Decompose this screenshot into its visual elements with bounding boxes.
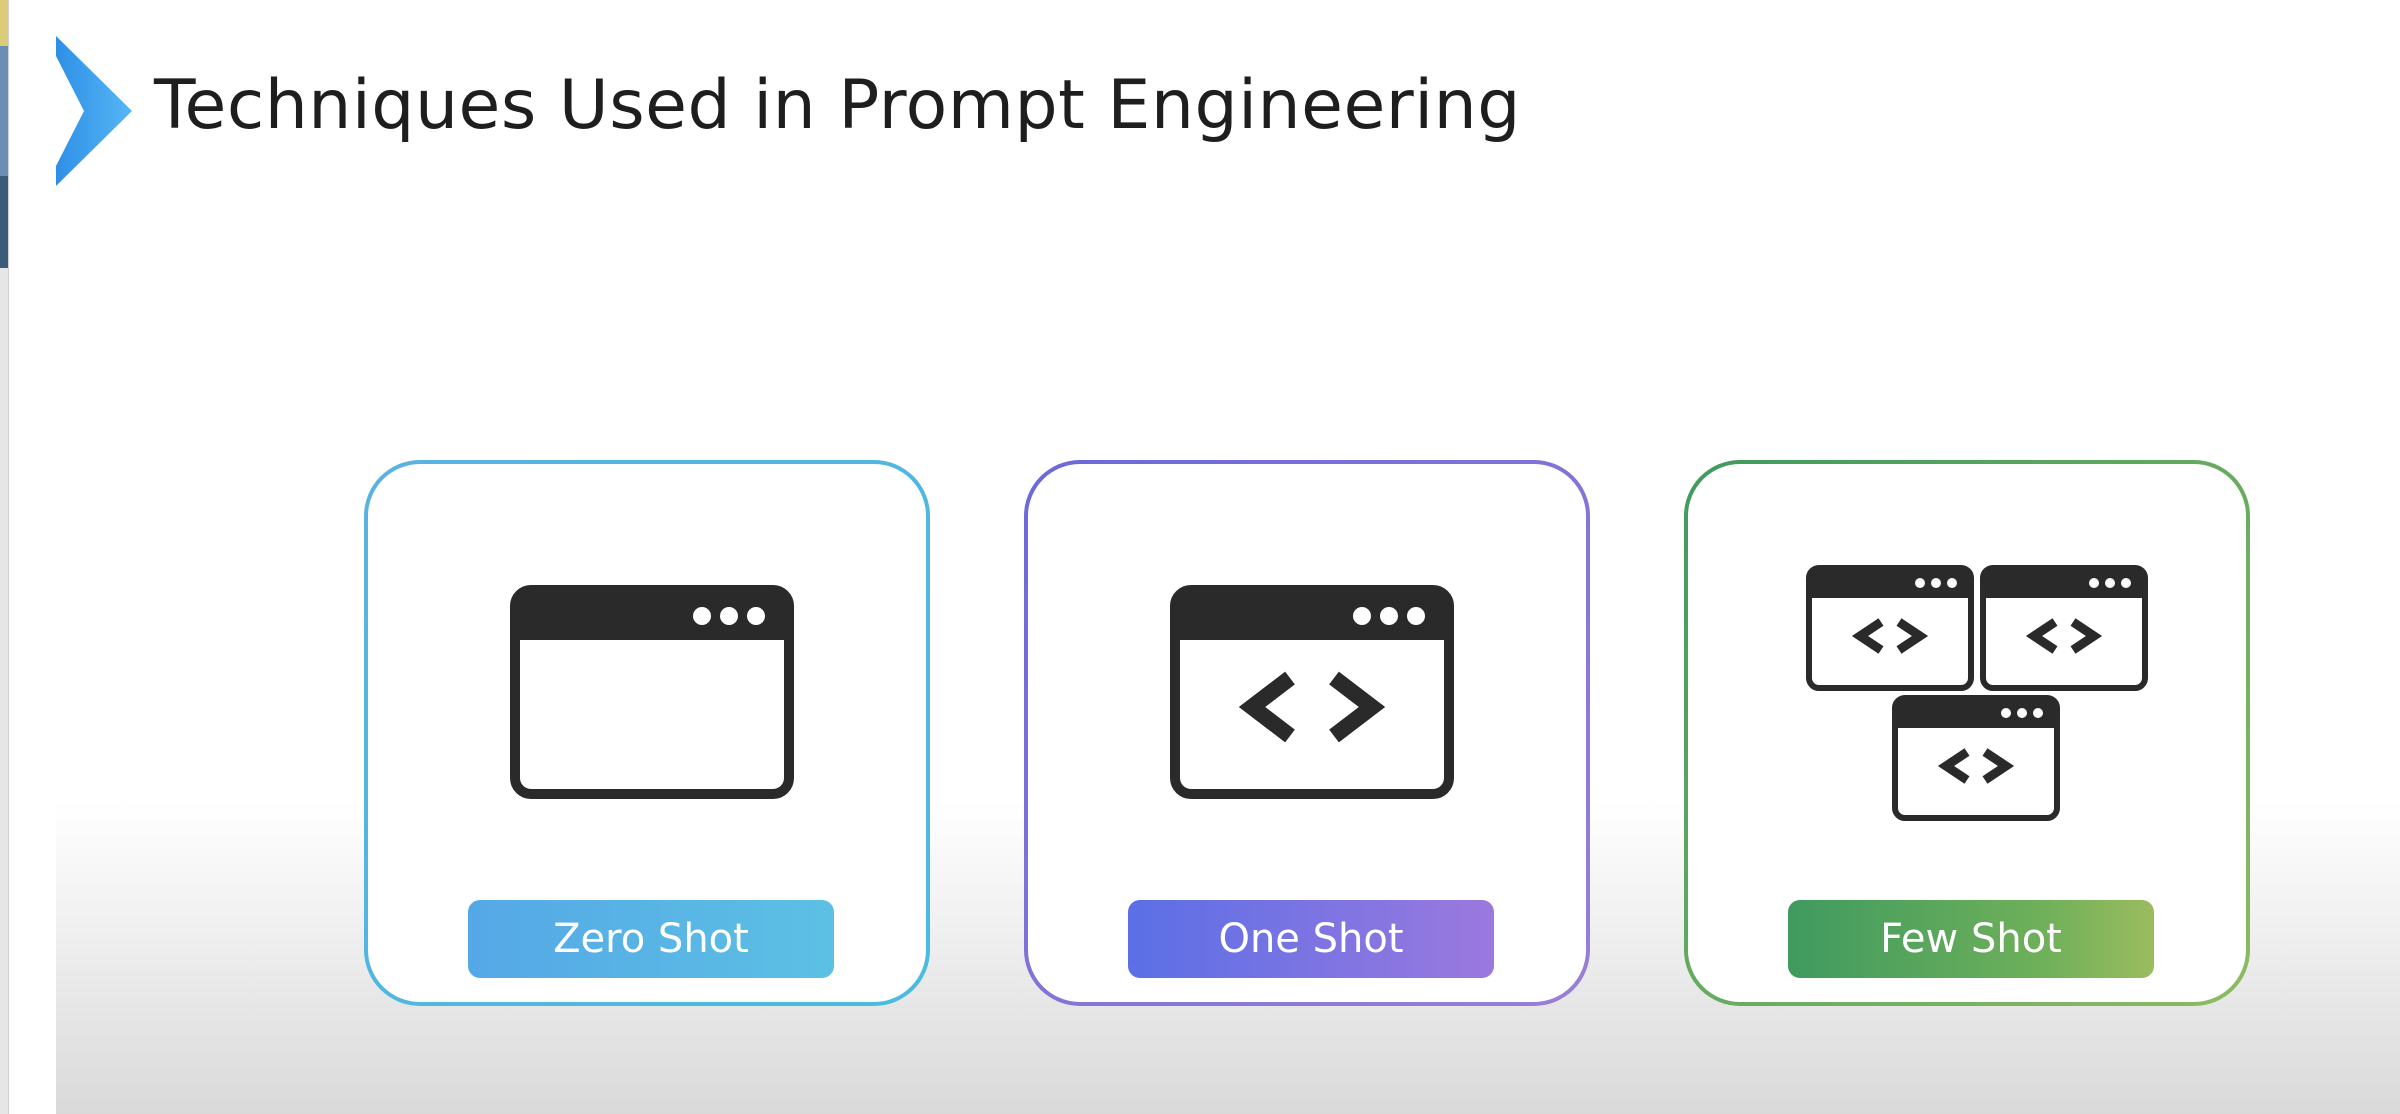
left-window-edge <box>0 0 9 1114</box>
zero-shot-label: Zero Shot <box>468 900 834 978</box>
chevron-icon <box>56 36 132 186</box>
one-shot-label: One Shot <box>1128 900 1494 978</box>
code-window-icon <box>1806 565 1974 691</box>
multiple-code-windows-icon <box>1806 565 2148 821</box>
card-zero-shot[interactable]: Zero Shot <box>364 460 930 1006</box>
left-edge-tab <box>0 176 8 268</box>
left-edge-tab <box>0 0 8 46</box>
slide-canvas: Techniques Used in Prompt Engineering Ze… <box>56 0 2400 1114</box>
left-edge-tab <box>0 46 8 176</box>
blank-window-icon <box>510 585 794 799</box>
few-shot-label: Few Shot <box>1788 900 2154 978</box>
code-window-icon <box>1892 695 2060 821</box>
card-one-shot[interactable]: One Shot <box>1024 460 1590 1006</box>
code-window-icon <box>1980 565 2148 691</box>
slide-title: Techniques Used in Prompt Engineering <box>154 66 1521 145</box>
code-window-icon <box>1170 585 1454 799</box>
card-few-shot[interactable]: Few Shot <box>1684 460 2250 1006</box>
